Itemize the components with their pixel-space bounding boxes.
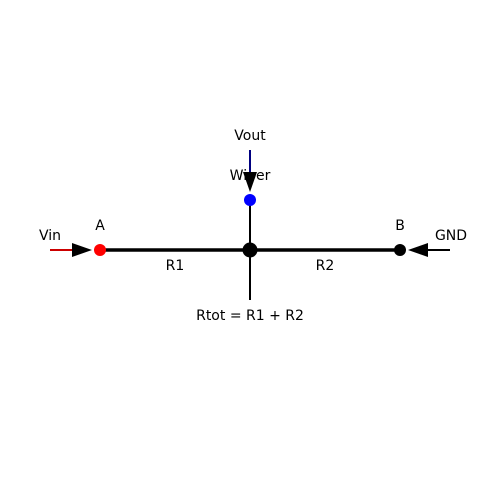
wiper-dot (244, 194, 256, 206)
gnd-arrow-icon (408, 243, 428, 257)
r1-label: R1 (166, 258, 185, 274)
wiper-label: Wiper (230, 168, 271, 184)
vin-arrow-icon (72, 243, 92, 257)
terminal-b-label: B (395, 218, 405, 234)
vin-label: Vin (39, 228, 61, 244)
vout-arrow-icon (243, 172, 257, 192)
rtot-label: Rtot = R1 + R2 (196, 308, 304, 324)
terminal-a-label: A (95, 218, 105, 234)
terminal-a-dot (94, 244, 106, 256)
vout-label: Vout (234, 128, 266, 144)
r2-label: R2 (316, 258, 335, 274)
center-node-dot (242, 242, 258, 258)
terminal-b-dot (394, 244, 406, 256)
gnd-label: GND (435, 228, 467, 244)
